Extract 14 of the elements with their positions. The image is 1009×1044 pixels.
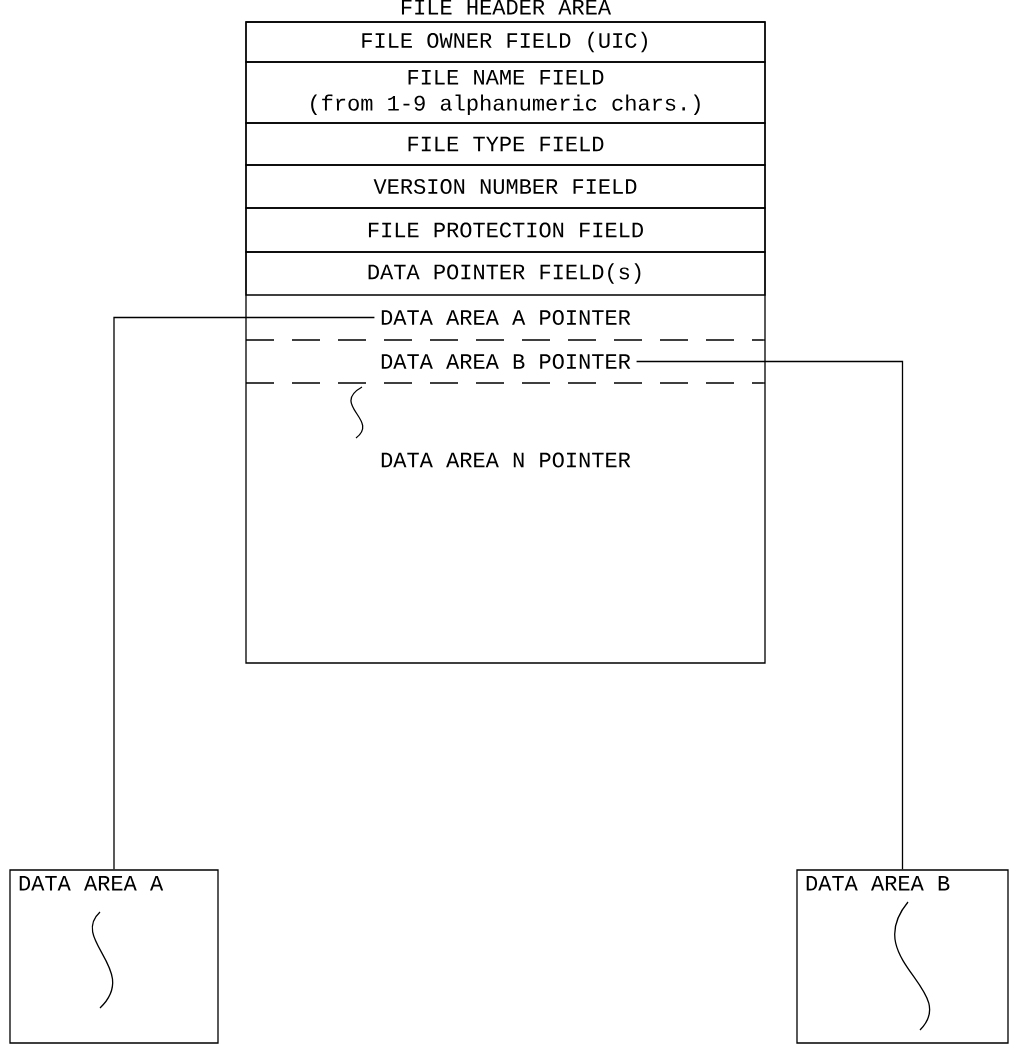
- field-row: FILE PROTECTION FIELD: [245, 207, 766, 253]
- field-row: FILE TYPE FIELD: [245, 122, 766, 166]
- data-area-box: DATA AREA B: [796, 869, 1009, 1044]
- field-row: VERSION NUMBER FIELD: [245, 164, 766, 209]
- data-area-box: DATA AREA A: [9, 869, 219, 1044]
- pointer-row: DATA AREA N POINTER: [381, 452, 631, 468]
- pointer-row: DATA AREA A POINTER: [381, 310, 631, 325]
- pointer-row: DATA AREA B POINTER: [381, 354, 631, 369]
- field-row: FILE NAME FIELD (from 1-9 alphanumeric chars.): [245, 61, 766, 124]
- field-row: FILE OWNER FIELD (UIC): [245, 21, 766, 63]
- field-row: DATA POINTER FIELD(s): [245, 251, 766, 296]
- connector-line: [635, 360, 904, 870]
- node-label: FILE HEADER AREA: [401, 0, 612, 15]
- connector-line: [113, 316, 376, 870]
